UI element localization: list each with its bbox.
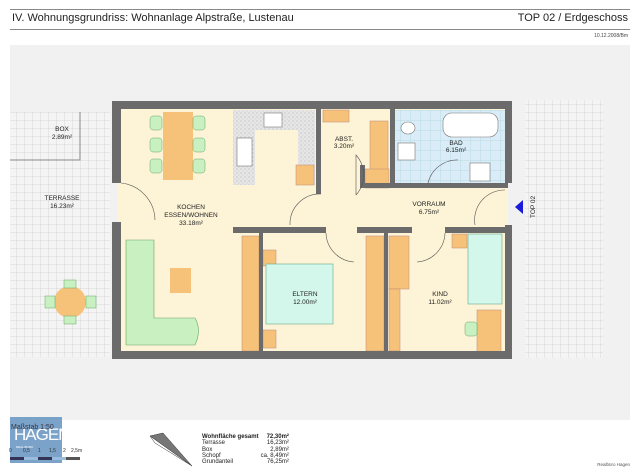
terrace-chairs xyxy=(44,279,97,325)
terrace-table xyxy=(54,286,86,318)
room-name-bad: BAD xyxy=(449,140,463,147)
room-name-eltern: ELTERN xyxy=(292,291,317,298)
area-row: Grundanteil 76,25m² xyxy=(202,459,291,465)
page-title: IV. Wohnungsgrundriss: Wohnanlage Alpstr… xyxy=(12,12,294,24)
scale-tick: 2 xyxy=(63,448,66,454)
room-name-kind: KIND xyxy=(432,291,448,298)
toilet-icon xyxy=(400,121,416,135)
scale-label: Maßstab 1:50 xyxy=(11,424,54,431)
unit-title: TOP 02 / Erdgeschoss xyxy=(517,12,628,24)
logo-subtext: REAL BÜRO xyxy=(16,445,34,449)
wardrobes xyxy=(241,109,502,353)
area-row: Wohnfläche gesamt 72,30m² xyxy=(202,434,291,440)
entrance-marker-icon xyxy=(515,200,523,214)
washbasin-icon xyxy=(469,162,491,182)
scale-tick: 2,5m xyxy=(71,448,83,454)
room-name-abst: ABST. xyxy=(335,136,353,143)
room-area-vorraum: 6.75m² xyxy=(419,209,440,216)
coffee-table xyxy=(170,268,191,293)
room-name-vorraum: VORRAUM xyxy=(412,201,445,208)
logo-text: HAGEN xyxy=(14,425,70,444)
stairwell xyxy=(525,100,603,358)
north-arrow-icon xyxy=(149,432,193,467)
room-name-kochen: KOCHEN xyxy=(177,204,205,211)
stove-icon xyxy=(263,112,283,128)
room-name-terrasse: TERRASSE xyxy=(44,195,80,202)
room-labels: BOX 2.89m² TERRASSE 16.23m² KOCHEN ESSEN… xyxy=(44,126,466,306)
area-label: Terrasse xyxy=(202,440,226,447)
scale-tick: 1,5 xyxy=(49,448,56,454)
scale-tick: 0 xyxy=(9,448,12,454)
company-logo: HAGEN REAL BÜRO xyxy=(10,417,70,463)
double-bed xyxy=(265,263,334,325)
kitchen-counter xyxy=(233,110,315,185)
terrace-area xyxy=(10,112,110,357)
room-area-abst: 3.20m² xyxy=(334,143,355,150)
sink-icon xyxy=(236,137,253,167)
door-swings xyxy=(120,154,506,263)
shower-icon xyxy=(397,142,416,161)
area-value: 72,30m² xyxy=(266,434,289,440)
sofa xyxy=(125,239,199,346)
dining-chairs xyxy=(149,115,206,174)
room-area-eltern: 12.00m² xyxy=(293,299,318,306)
area-row: Terrasse 16,23m² xyxy=(202,440,291,446)
entrance-label: TOP 02 xyxy=(530,195,537,218)
room-area-kochen: 33.18m² xyxy=(179,220,204,227)
area-label: Wohnfläche gesamt xyxy=(202,434,259,440)
box-outline xyxy=(10,112,81,161)
scale-tick: 0,5 xyxy=(23,448,30,454)
area-row: Schopf ca. 8,49m² xyxy=(202,453,291,459)
area-value: 16,23m² xyxy=(266,440,289,447)
room-name-essen-wohnen: ESSEN/WOHNEN xyxy=(164,212,218,219)
credit: Realbüro Hagen xyxy=(597,462,630,467)
room-name-box: BOX xyxy=(55,126,69,133)
area-value: ca. 8,49m² xyxy=(260,452,289,459)
area-label: Box xyxy=(202,446,213,453)
scale-bar xyxy=(10,457,80,460)
dining-table xyxy=(163,112,193,180)
single-bed xyxy=(467,233,503,305)
area-value: 76,25m² xyxy=(266,459,289,466)
date-stamp: 10.12.2008/Bm xyxy=(594,33,628,39)
scale-tick: 1 xyxy=(38,448,41,454)
room-area-terrasse: 16.23m² xyxy=(50,203,75,210)
area-label: Schopf xyxy=(202,452,221,459)
room-area-bad: 6.15m² xyxy=(446,147,467,154)
header-rule-top xyxy=(10,9,630,10)
bathtub-icon xyxy=(442,112,499,138)
area-value: 2,89m² xyxy=(270,446,289,453)
room-area-kind: 11.02m² xyxy=(428,299,452,306)
header-rule-bottom xyxy=(10,29,630,30)
room-area-box: 2.89m² xyxy=(52,134,73,141)
area-label: Grundanteil xyxy=(202,459,234,466)
desk-chair xyxy=(464,321,478,337)
area-row: Box 2,89m² xyxy=(202,447,291,453)
walls xyxy=(112,101,512,359)
area-summary: Wohnfläche gesamt 72,30m² Terrasse 16,23m²… xyxy=(202,434,291,465)
